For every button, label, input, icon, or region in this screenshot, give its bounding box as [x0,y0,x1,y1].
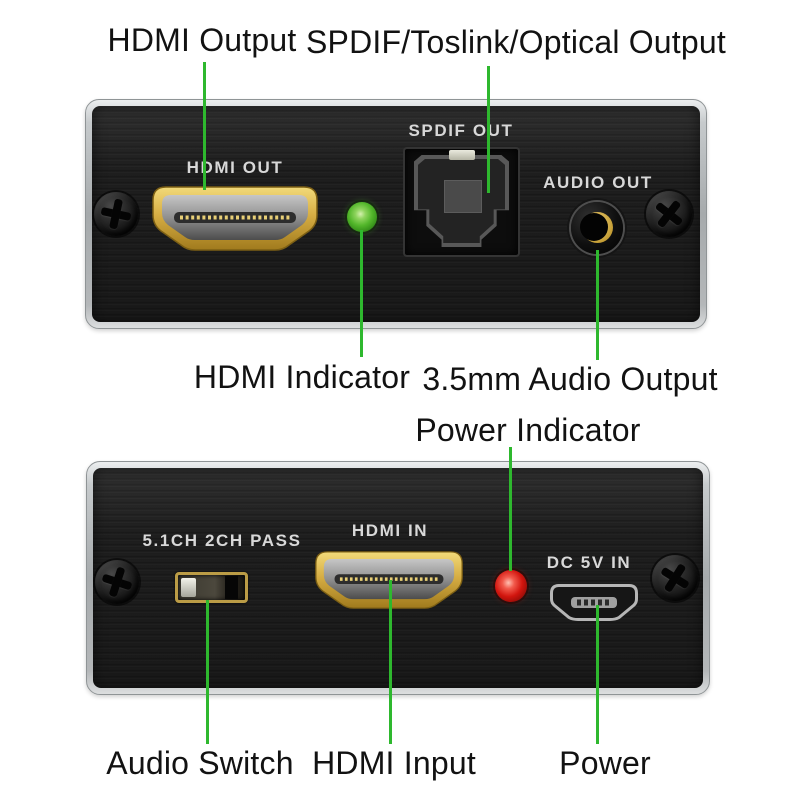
callout-hdmi-indicator: HDMI Indicator [193,359,411,395]
spdif-out-port-label: SPDIF OUT [408,121,514,140]
callout-power-indicator: Power Indicator [415,412,641,448]
hdmi-indicator-led [347,202,377,232]
toslink-door [444,180,482,213]
spdif-toslink-port [403,147,520,257]
callout-line-spdif-output [487,66,490,193]
callout-line-power [596,605,599,744]
micro-usb-port [550,584,638,621]
hdmi-in-port-label: HDMI IN [351,521,429,540]
switch-knob [181,578,196,597]
callout-line-power-indicator [509,447,512,571]
callout-spdif-output: SPDIF/Toslink/Optical Output [306,24,726,60]
screw-icon [95,560,139,604]
callout-hdmi-output: HDMI Output [107,22,297,58]
callout-power: Power [559,745,651,781]
callout-line-audio-switch [206,600,209,744]
audio-switch-label: 5.1CH 2CH PASS [142,531,302,550]
audio-switch-control [175,572,248,603]
callout-line-hdmi-input [389,580,392,744]
hdmi-out-port-label: HDMI OUT [186,158,284,177]
callout-hdmi-input: HDMI Input [312,745,476,781]
screw-icon [94,192,138,236]
callout-line-hdmi-indicator [360,230,363,357]
screw-icon [646,191,692,237]
callout-line-hdmi-output [203,62,206,190]
toslink-tab [449,150,475,160]
audio-out-port-label: AUDIO OUT [543,173,653,192]
callout-audio-switch: Audio Switch [106,745,294,781]
audio-out-jack [571,202,623,254]
hdmi-out-port [152,186,318,251]
power-indicator-led [495,570,527,602]
callout-35mm-audio-output: 3.5mm Audio Output [422,361,718,397]
dc-in-port-label: DC 5V IN [546,553,632,572]
screw-icon [652,555,698,601]
callout-line-35mm-audio-output [596,250,599,360]
